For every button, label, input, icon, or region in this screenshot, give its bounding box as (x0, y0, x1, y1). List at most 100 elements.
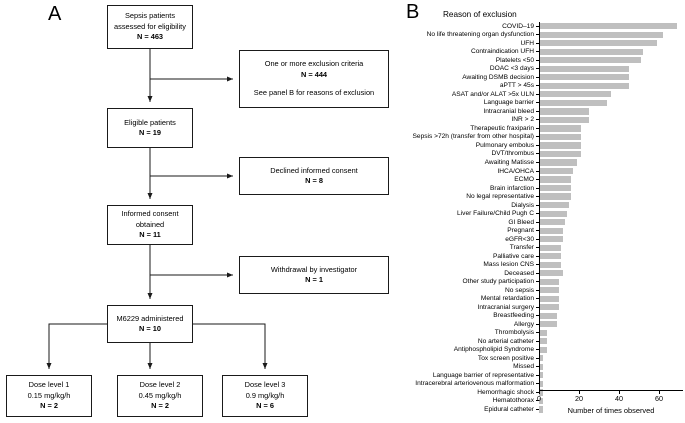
flow-box-admin-line1: M6229 administered (116, 313, 184, 323)
bar (539, 74, 629, 81)
bar-category-label: No arterial catheter (477, 337, 534, 345)
panel-a-flowchart: Sepsis patients assessed for eligibility… (6, 5, 389, 417)
bar-track (539, 56, 685, 65)
y-axis-tick (536, 221, 539, 223)
bar-track (539, 141, 685, 150)
panel-a-letter: A (48, 3, 62, 25)
y-axis-tick (536, 144, 539, 146)
bar (539, 261, 561, 268)
bar-track (539, 329, 685, 338)
y-axis-tick (536, 247, 539, 249)
bar-row: Palliative care (395, 252, 685, 261)
bar-track (539, 184, 685, 193)
bar-category-label: Dialysis (511, 201, 534, 209)
bar (539, 304, 559, 311)
bar-row: Missed (395, 363, 685, 372)
bar (539, 270, 563, 277)
bar-category-label: Allergy (513, 320, 534, 328)
flow-box-dose-level-1: Dose level 1 0.15 mg/kg/h N = 2 (6, 375, 92, 417)
bar (539, 184, 571, 192)
bar-category-label: No sepsis (505, 286, 534, 294)
bar-category-label: Mental retardation (480, 295, 534, 303)
y-axis-tick (536, 153, 539, 155)
bar-row: Brain infarction (395, 184, 685, 193)
bar-category-label: Palliative care (492, 252, 534, 260)
bar (539, 380, 543, 387)
bar-category-label: ASAT and/or ALAT >5x ULN (451, 90, 534, 98)
flow-box-declined-line1: Declined informed consent (270, 165, 358, 175)
bar-row: DOAC <3 days (395, 65, 685, 74)
bar-track (539, 235, 685, 244)
bar-row: No sepsis (395, 286, 685, 295)
bar (539, 278, 559, 285)
bar (539, 329, 547, 336)
y-axis-tick (536, 400, 539, 402)
flow-box-consent-count: N = 11 (139, 230, 161, 240)
y-axis-tick (536, 85, 539, 87)
y-axis-tick (536, 179, 539, 181)
bar-row: Mental retardation (395, 295, 685, 304)
bar-category-label: Transfer (509, 244, 534, 252)
bar-track (539, 99, 685, 108)
flow-box-screened-count: N = 463 (136, 32, 164, 42)
bar-row: Language barrier of representative (395, 371, 685, 380)
flow-box-withdrawal: Withdrawal by investigator N = 1 (239, 256, 389, 294)
bar-category-label: No life threatening organ dysfunction (426, 31, 534, 39)
bar-category-label: Hemorrhagic shock (477, 388, 534, 396)
bar-row: Breastfeeding (395, 312, 685, 321)
bar-row: Awaiting Matisse (395, 158, 685, 167)
bar-row: Hemorrhagic shock (395, 388, 685, 397)
y-axis-tick (536, 230, 539, 232)
bar-row: Language barrier (395, 99, 685, 108)
bar-row: COVID‒19 (395, 22, 685, 31)
y-axis-tick (536, 213, 539, 215)
bar-row: Platelets <50 (395, 56, 685, 65)
y-axis-tick (536, 391, 539, 393)
bar-track (539, 295, 685, 304)
bar-category-label: Antiphospholipid Syndrome (453, 346, 534, 354)
bar-row: Antiphospholipid Syndrome (395, 346, 685, 355)
y-axis-tick (536, 374, 539, 376)
y-axis-tick (536, 289, 539, 291)
bar-category-label: Sepsis >72h (transfer from other hospita… (412, 133, 535, 141)
flow-box-dose-level-2: Dose level 2 0.45 mg/kg/h N = 2 (117, 375, 203, 417)
bar-row: No life threatening organ dysfunction (395, 31, 685, 40)
bar (539, 142, 581, 149)
bar (539, 159, 577, 166)
flowchart-connectors (46, 49, 268, 369)
bar-row: No arterial catheter (395, 337, 685, 346)
bar (539, 372, 543, 379)
bar-row: Other study participation (395, 277, 685, 286)
bar (539, 48, 643, 55)
bar (539, 65, 629, 72)
bar-track (539, 73, 685, 82)
bar-row: UFH (395, 39, 685, 48)
bar-category-label: COVID‒19 (502, 22, 534, 30)
bar-track (539, 31, 685, 40)
bar-category-label: Contraindication UFH (470, 48, 534, 56)
flow-box-dose-level-3: Dose level 3 0.9 mg/kg/h N = 6 (222, 375, 308, 417)
y-axis-tick (536, 34, 539, 36)
bar (539, 236, 563, 243)
y-axis-tick (536, 332, 539, 334)
bar-category-label: Epidural catheter (484, 405, 534, 413)
bar-row: Sepsis >72h (transfer from other hospita… (395, 133, 685, 142)
bar-category-label: Platelets <50 (495, 56, 534, 64)
flow-box-screened: Sepsis patients assessed for eligibility… (107, 5, 193, 49)
x-axis-tick (659, 390, 660, 394)
y-axis-tick (536, 110, 539, 112)
bar (539, 219, 565, 226)
bar (539, 287, 559, 294)
bar (539, 167, 573, 175)
bar-row: GI Bleed (395, 218, 685, 227)
bar (539, 363, 543, 370)
bar (539, 91, 611, 98)
bar-track (539, 48, 685, 57)
y-axis-tick (536, 357, 539, 359)
y-axis-tick (536, 93, 539, 95)
bar (539, 99, 607, 106)
bar (539, 338, 547, 345)
bar-row: Thrombolysis (395, 329, 685, 338)
y-axis-tick (536, 340, 539, 342)
bar-row: aPTT > 45s (395, 82, 685, 91)
